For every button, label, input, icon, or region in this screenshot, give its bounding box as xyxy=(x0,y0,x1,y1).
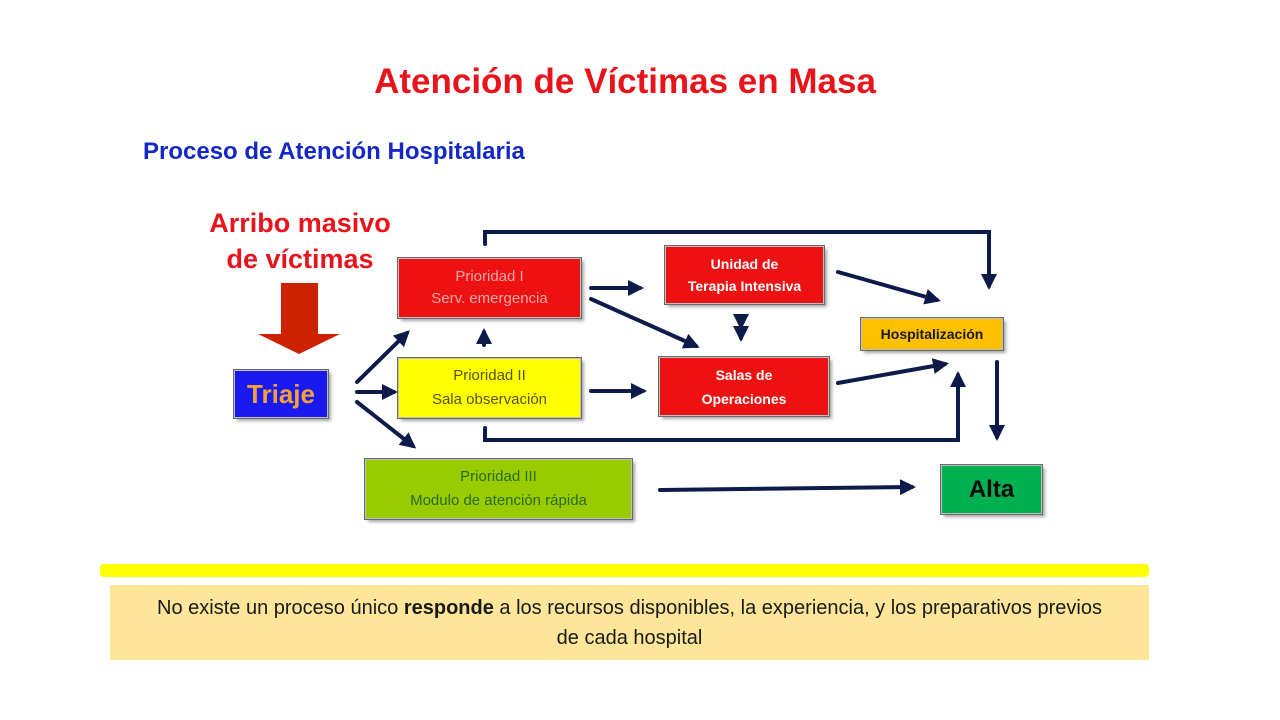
note-box: No existe un proceso único responde a lo… xyxy=(110,585,1149,660)
divider-bar xyxy=(100,564,1149,577)
icu-line1: Unidad de xyxy=(710,256,779,272)
icu-box: Unidad de Terapia Intensiva xyxy=(664,245,825,305)
priority-2-subtitle: Sala observación xyxy=(431,391,548,408)
arrival-down-arrow xyxy=(258,283,340,354)
priority-1-box: Prioridad I Serv. emergencia xyxy=(397,257,582,319)
arrow-triage-p1 xyxy=(355,330,410,384)
arrow-salas-hosp xyxy=(836,358,949,385)
arrow-top-loop xyxy=(483,230,997,290)
priority-2-title: Prioridad II xyxy=(453,367,526,384)
priority-1-subtitle: Serv. emergencia xyxy=(431,290,548,307)
operating-rooms-box: Salas de Operaciones xyxy=(658,356,830,417)
mass-arrival-line1: Arribo masivo xyxy=(209,208,391,238)
triage-box: Triaje xyxy=(233,369,329,419)
hospitalization-label: Hospitalización xyxy=(880,326,984,342)
priority-2-box: Prioridad II Sala observación xyxy=(397,357,582,419)
arrow-p3-alta xyxy=(658,479,916,496)
operating-rooms-line2: Operaciones xyxy=(701,390,787,407)
arrow-bottom-loop xyxy=(483,371,966,442)
triage-label: Triaje xyxy=(247,378,315,409)
priority-1-title: Prioridad I xyxy=(455,268,524,285)
mass-arrival-label: Arribo masivo de víctimas xyxy=(200,205,400,277)
hospitalization-box: Hospitalización xyxy=(860,317,1004,351)
mass-arrival-line2: de víctimas xyxy=(226,244,374,274)
note-text: No existe un proceso único responde a lo… xyxy=(155,593,1105,653)
note-text-before: No existe un proceso único xyxy=(157,596,404,619)
arrow-p1-salas xyxy=(589,297,700,349)
page-title: Atención de Víctimas en Masa xyxy=(374,62,876,101)
arrow-icu-hosp xyxy=(836,270,941,305)
operating-rooms-line1: Salas de xyxy=(715,366,773,383)
discharge-label: Alta xyxy=(968,475,1015,503)
page-subtitle: Proceso de Atención Hospitalaria xyxy=(143,138,525,165)
note-text-after: a los recursos disponibles, la experienc… xyxy=(493,596,1102,649)
arrow-triage-p3 xyxy=(355,400,417,449)
discharge-box: Alta xyxy=(940,464,1043,515)
priority-3-box: Prioridad III Modulo de atención rápida xyxy=(364,458,633,520)
icu-line2: Terapia Intensiva xyxy=(687,278,802,294)
priority-3-title: Prioridad III xyxy=(460,468,537,485)
priority-3-subtitle: Modulo de atención rápida xyxy=(410,492,587,509)
note-text-bold: responde xyxy=(403,596,494,619)
